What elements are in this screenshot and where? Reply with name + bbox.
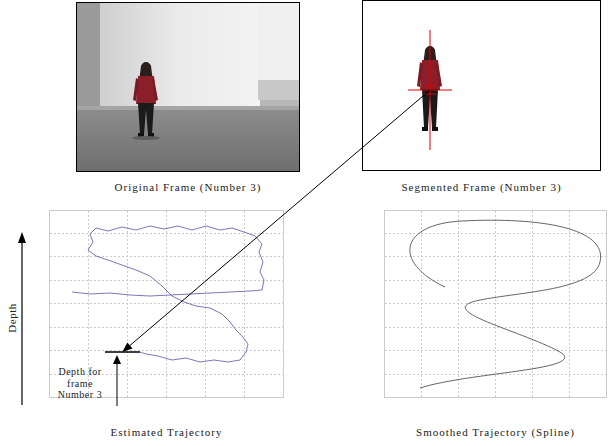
axis-label: Depth <box>6 303 18 332</box>
photo-panel: Original Frame (Number 3) <box>76 2 300 172</box>
spline-curve <box>410 220 601 388</box>
connector-arrow <box>122 90 430 352</box>
trajectory-curve <box>72 226 264 362</box>
depth-marker <box>105 352 140 406</box>
caption: Original Frame (Number 3) <box>115 181 262 193</box>
caption: Smoothed Trajectory (Spline) <box>416 426 575 438</box>
caption: Segmented Frame (Number 3) <box>401 181 561 193</box>
photo <box>76 2 300 172</box>
depth-axis <box>18 232 26 405</box>
caption: Estimated Trajectory <box>111 426 223 438</box>
annotation: Depth for frame Number 3 <box>50 366 110 401</box>
plot-grid <box>385 211 607 398</box>
segmented-panel: Segmented Frame (Number 3) <box>362 0 601 171</box>
plot-panel: Smoothed Trajectory (Spline) <box>384 210 607 398</box>
